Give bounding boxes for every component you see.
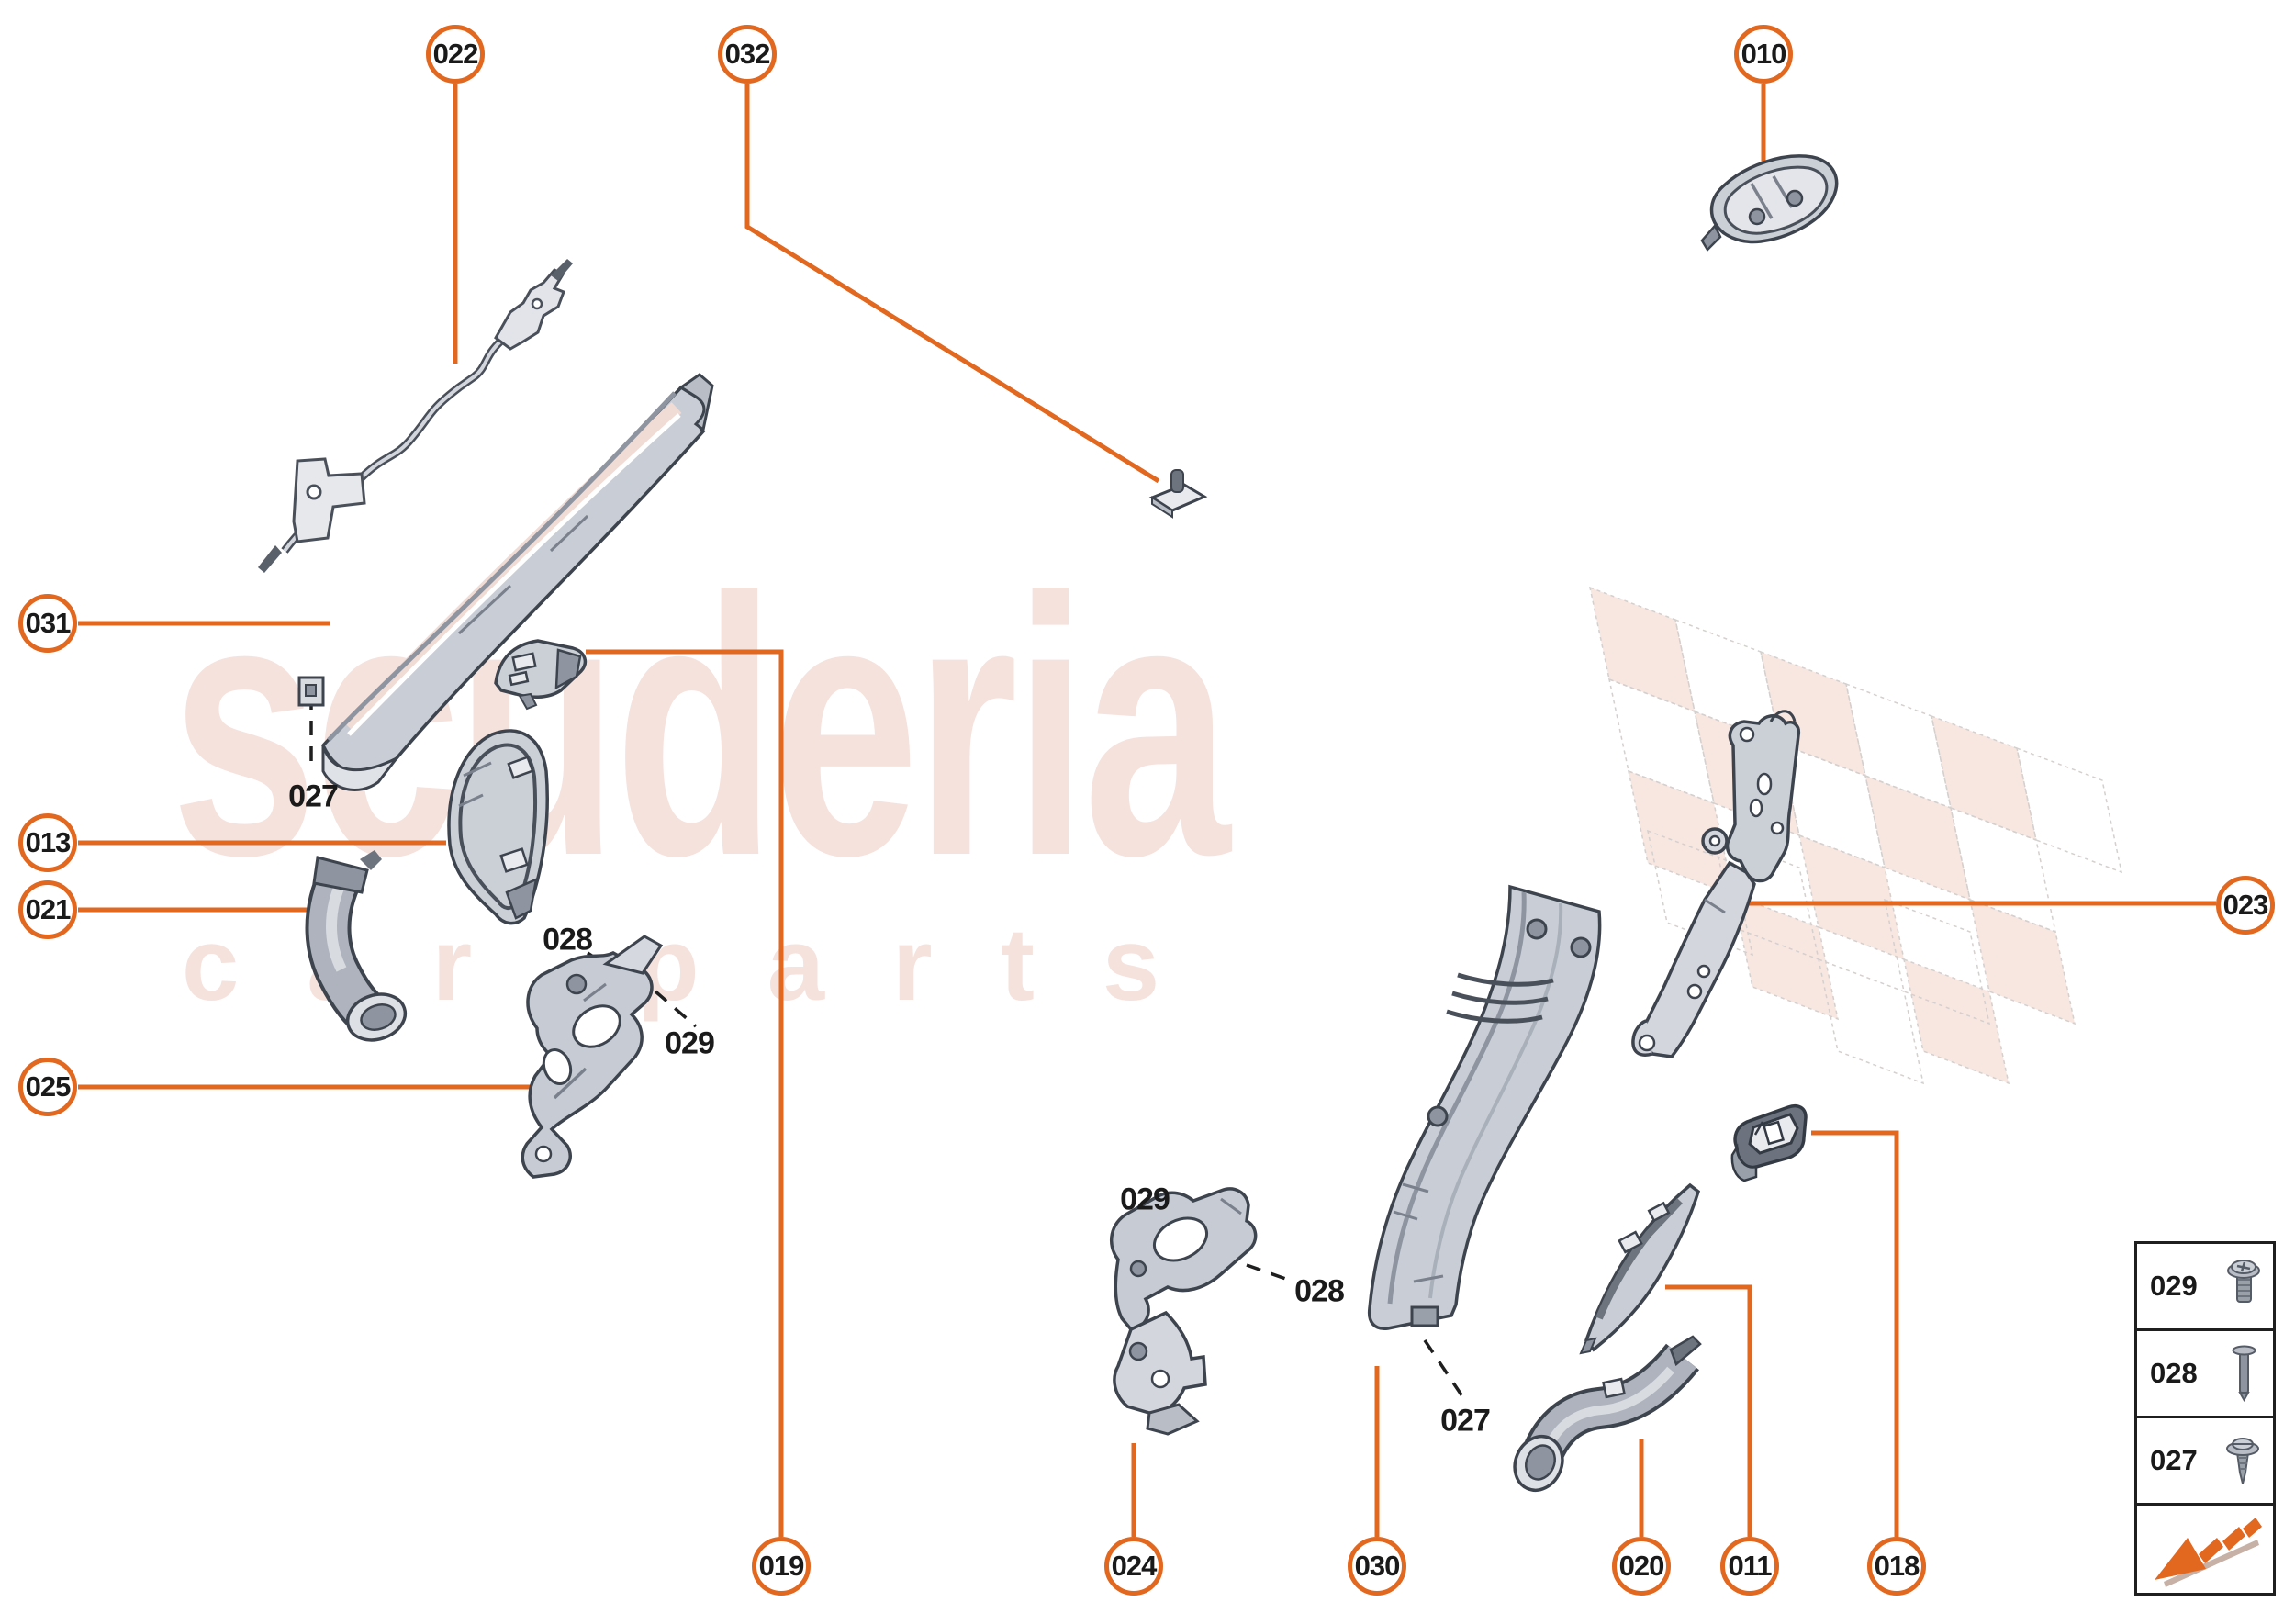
part-bracket-023 — [1631, 710, 1801, 1058]
callout-022[interactable]: 022 — [426, 25, 485, 84]
part-bracket-strip-022 — [258, 259, 573, 573]
expansion-rivet-icon — [2232, 1345, 2256, 1403]
callout-030[interactable]: 030 — [1348, 1537, 1406, 1596]
part-trim-blade-011 — [1579, 1182, 1701, 1355]
legend-row-direction — [2137, 1506, 2273, 1593]
leader-lines — [78, 84, 2216, 1537]
fastener-label-029-right: 029 — [1120, 1182, 1170, 1217]
leader-018 — [1811, 1130, 1899, 1537]
fastener-label-028-left: 028 — [543, 922, 593, 958]
fastener-label-029-left: 029 — [665, 1025, 715, 1061]
fastener-legend: 029 028 027 — [2134, 1241, 2276, 1596]
callout-011[interactable]: 011 — [1720, 1537, 1779, 1596]
callout-013-label: 013 — [25, 826, 72, 858]
callout-013[interactable]: 013 — [18, 813, 77, 872]
callout-030-label: 030 — [1354, 1550, 1401, 1582]
callout-032-label: 032 — [724, 38, 771, 70]
callout-031-label: 031 — [25, 607, 72, 639]
callout-022-label: 022 — [432, 38, 479, 70]
direction-arrow-icon — [2155, 1517, 2262, 1587]
fastener-label-028-right: 028 — [1294, 1273, 1345, 1309]
legend-label-027: 027 — [2150, 1444, 2198, 1476]
part-bezel-018 — [1730, 1103, 1808, 1182]
callout-019[interactable]: 019 — [752, 1537, 811, 1596]
callout-020-label: 020 — [1618, 1550, 1665, 1582]
callout-023-label: 023 — [2222, 889, 2269, 921]
part-bracket-024 — [1110, 1187, 1258, 1436]
part-sail-panel-013 — [447, 729, 549, 925]
part-cover-019 — [494, 639, 588, 711]
legend-row-027: 027 — [2137, 1418, 2273, 1506]
callout-021[interactable]: 021 — [18, 880, 77, 939]
callout-031[interactable]: 031 — [18, 594, 77, 653]
self-tapping-screw-icon — [2226, 1438, 2259, 1484]
callout-024-label: 024 — [1111, 1550, 1158, 1582]
callout-023[interactable]: 023 — [2216, 876, 2275, 935]
leader-019 — [586, 649, 784, 1537]
part-a-pillar-lower-trim-030 — [1367, 884, 1602, 1330]
leader-032 — [744, 84, 1160, 484]
leader-011 — [1665, 1284, 1752, 1537]
callout-010[interactable]: 010 — [1734, 25, 1793, 84]
fastener-label-027-right: 027 — [1440, 1403, 1491, 1439]
callout-018[interactable]: 018 — [1867, 1537, 1926, 1596]
callout-011-label: 011 — [1728, 1550, 1772, 1582]
part-a-pillar-trim-031 — [297, 373, 714, 791]
part-clip-032 — [1148, 469, 1208, 519]
callout-025[interactable]: 025 — [18, 1058, 77, 1116]
legend-row-029: 029 — [2137, 1244, 2273, 1331]
callout-010-label: 010 — [1741, 38, 1787, 70]
legend-label-028: 028 — [2150, 1357, 2198, 1389]
legend-label-029: 029 — [2150, 1270, 2198, 1302]
part-mirror-cover-010 — [1700, 154, 1839, 252]
callout-032[interactable]: 032 — [718, 25, 777, 84]
pan-head-screw-icon — [2227, 1260, 2260, 1303]
part-bracket-025 — [521, 935, 664, 1179]
callout-025-label: 025 — [25, 1070, 72, 1103]
callout-019-label: 019 — [758, 1550, 805, 1582]
callout-020[interactable]: 020 — [1612, 1537, 1671, 1596]
part-air-duct-021 — [305, 850, 408, 1042]
legend-row-028: 028 — [2137, 1331, 2273, 1418]
callout-018-label: 018 — [1874, 1550, 1920, 1582]
part-air-duct-020 — [1513, 1335, 1702, 1492]
callout-024[interactable]: 024 — [1104, 1537, 1163, 1596]
callout-021-label: 021 — [25, 893, 72, 925]
fastener-label-027-left: 027 — [288, 778, 339, 814]
